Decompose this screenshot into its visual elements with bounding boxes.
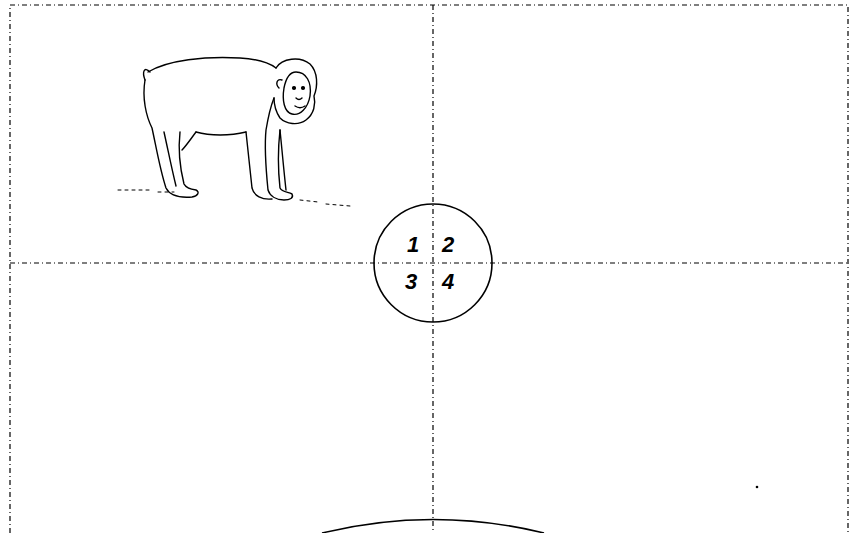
dot <box>756 486 759 489</box>
bottom-arc <box>322 520 544 533</box>
quadrant-circle: 1 2 3 4 <box>373 203 493 323</box>
horizontal-axis <box>10 262 848 263</box>
quadrant-number: 1 <box>407 234 419 256</box>
vertical-axis <box>432 5 433 533</box>
monkey-illustration <box>118 58 350 206</box>
quadrant-number: 2 <box>442 234 454 256</box>
quadrant-number: 3 <box>405 271 417 293</box>
quadrant-number: 4 <box>442 271 454 293</box>
circle-outline <box>373 203 493 323</box>
frame-border <box>10 5 848 533</box>
